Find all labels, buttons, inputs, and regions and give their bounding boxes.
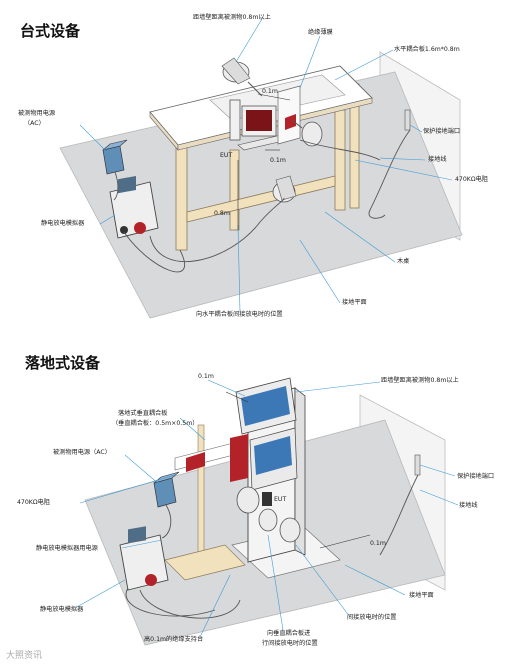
label-vcp-position-1: 向垂直耦合板进 bbox=[267, 630, 311, 637]
esd-gun-right bbox=[291, 119, 323, 147]
label-insulation-pad: 绝缘薄膜 bbox=[308, 29, 333, 36]
label-insulation-support: 高0.1m的绝缘支持台 bbox=[144, 636, 204, 643]
label-indirect-position-bottom: 间接放电时的位置 bbox=[347, 614, 397, 621]
label-dist-01-b: 0.1m bbox=[270, 157, 286, 164]
label-ground-terminal-top: 保护接地端口 bbox=[423, 128, 461, 135]
label-resistor-bottom: 470KΩ电阻 bbox=[17, 499, 50, 506]
label-resistor-top: 470KΩ电阻 bbox=[455, 176, 488, 183]
watermark: 大照资讯 bbox=[6, 651, 43, 661]
label-dist-08: 0.8m bbox=[214, 210, 230, 217]
label-esd-gen-bottom: 静电放电模拟器 bbox=[40, 606, 84, 613]
esd-gun-bottom-3 bbox=[258, 508, 278, 532]
label-dist-01-a: 0.1m bbox=[262, 88, 278, 95]
label-ground-plane-bottom: 接地平面 bbox=[409, 592, 434, 599]
label-eut-power-top: 被测物用电源 bbox=[18, 110, 56, 117]
label-indirect-position-top: 向水平耦合板间接放电时的位置 bbox=[196, 311, 283, 318]
label-esd-gen-top: 静电放电模拟器 bbox=[41, 220, 85, 227]
label-eut-bottom: EUT bbox=[274, 496, 287, 503]
label-ground-wire-top: 接地线 bbox=[428, 156, 447, 163]
esd-gun-bottom-2 bbox=[279, 517, 301, 543]
label-ground-plane-top: 接地平面 bbox=[342, 299, 367, 306]
label-vcp-size: （垂直耦合板：0.5m×0.5m） bbox=[112, 420, 199, 427]
label-wall-distance-top: 距墙壁距离被测物0.8m以上 bbox=[193, 14, 271, 21]
label-horizontal-coupling-plate: 水平耦合板1.6m*0.8m bbox=[394, 46, 460, 53]
label-dist-01-top-b: 0.1m bbox=[198, 373, 214, 380]
esd-simulator-bottom bbox=[119, 526, 169, 591]
eut-power-top bbox=[102, 139, 128, 175]
vertical-coupling-plate bbox=[164, 424, 248, 581]
title-floor-standing: 落地式设备 bbox=[25, 354, 101, 372]
top-vertical-plate bbox=[277, 85, 301, 145]
label-eut-power-bottom: 被测物用电源（AC） bbox=[53, 449, 111, 456]
label-vertical-coupling-plate: 落地式垂直耦合板 bbox=[118, 410, 168, 417]
label-ground-terminal-bottom: 保护接地端口 bbox=[457, 473, 495, 480]
label-wall-distance-bottom: 距墙壁距离被测物0.8m以上 bbox=[381, 377, 459, 384]
ground-terminal-top bbox=[404, 109, 411, 131]
top-leader-lines bbox=[79, 18, 453, 313]
ground-terminal-bottom bbox=[414, 454, 421, 476]
label-eut-top: EUT bbox=[220, 152, 233, 159]
label-wooden-table: 木桌 bbox=[397, 258, 410, 265]
label-ground-wire-bottom: 接地线 bbox=[459, 502, 478, 509]
label-ac-top: （AC） bbox=[24, 120, 45, 127]
esd-gun-bottom bbox=[272, 175, 297, 203]
label-vcp-position-2: 行间接放电时的位置 bbox=[262, 640, 318, 647]
top-setup bbox=[59, 18, 463, 319]
esd-gun-bottom-1 bbox=[236, 486, 260, 514]
bottom-leader-lines bbox=[74, 379, 459, 638]
bottom-setup bbox=[74, 377, 459, 646]
label-dist-01-right: 0.1m bbox=[370, 540, 386, 547]
esd-simulator-top bbox=[109, 176, 159, 239]
label-generator-power: 静电放电模拟器用电源 bbox=[36, 545, 98, 552]
title-tabletop: 台式设备 bbox=[20, 22, 81, 40]
